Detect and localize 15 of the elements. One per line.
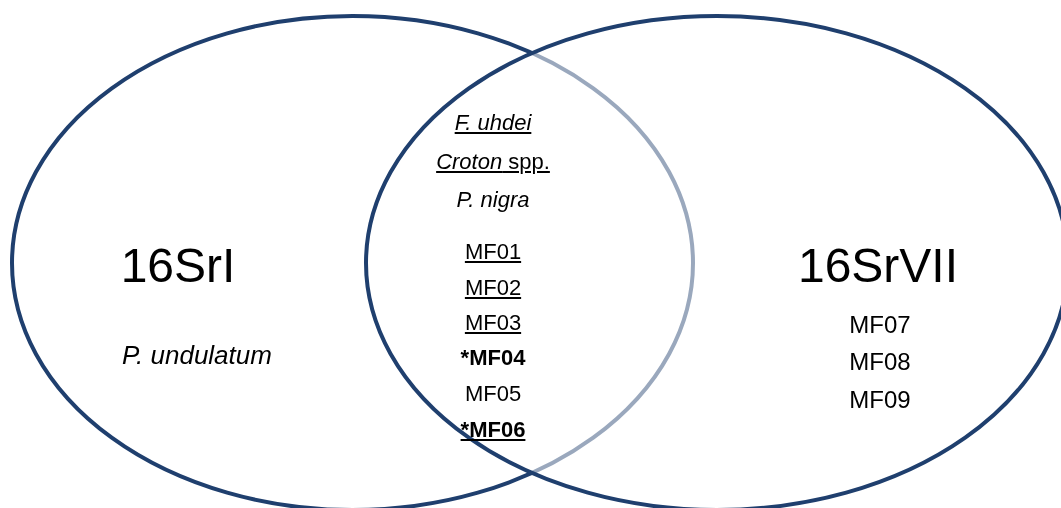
- set-label: 16SrVII: [797, 237, 959, 293]
- host-name: P. nigra: [456, 187, 530, 213]
- isolate-code: MF02: [464, 275, 522, 301]
- isolate-code: MF03: [464, 310, 522, 336]
- isolate-code: MF01: [464, 239, 522, 265]
- set-member: MF07: [849, 311, 911, 339]
- set-member: P. undulatum: [122, 339, 272, 371]
- set-member: MF08: [849, 348, 911, 376]
- set-label: 16SrI: [120, 237, 236, 293]
- host-name: F. uhdei: [454, 110, 532, 136]
- isolate-code: *MF06: [460, 417, 526, 443]
- isolate-code: MF05: [464, 381, 522, 407]
- host-name: Croton spp.: [436, 149, 550, 175]
- set-member: MF09: [849, 386, 911, 414]
- isolate-code: *MF04: [460, 345, 526, 371]
